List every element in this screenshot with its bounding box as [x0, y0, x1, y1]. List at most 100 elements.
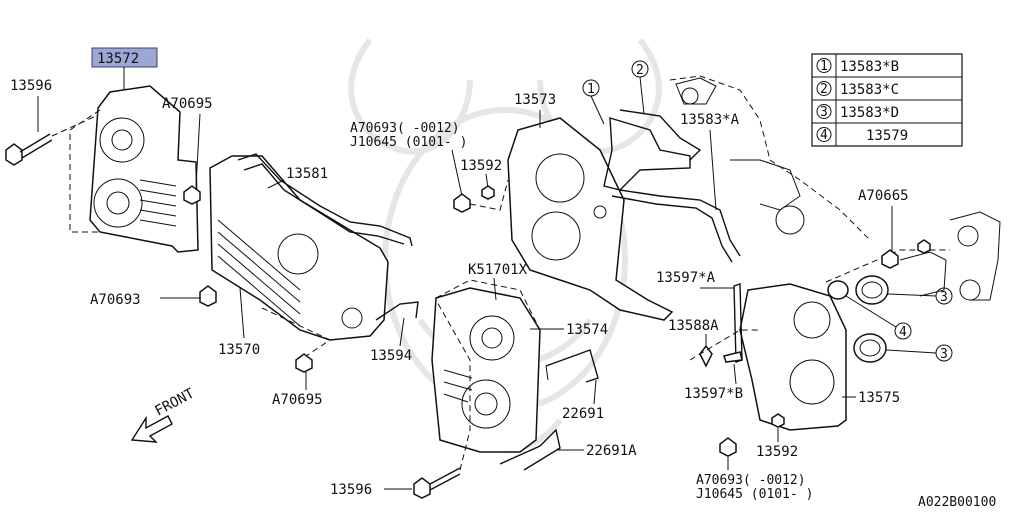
bolt-13596-bottom[interactable]: [413, 467, 461, 499]
callout-2-text: 2: [636, 63, 644, 78]
part-22691a-bracket[interactable]: [499, 428, 561, 471]
leader-13594: [399, 317, 405, 347]
label-13596-top: 13596: [10, 78, 52, 94]
label-13574: 13574: [566, 322, 608, 338]
bolt-a70693-bottom[interactable]: [719, 437, 737, 457]
dash-13597: [689, 329, 760, 361]
legend-num-1: 1: [820, 59, 828, 74]
part-13574-cover[interactable]: [431, 287, 541, 453]
dash-seals: [825, 249, 950, 283]
label-a70665: A70665: [858, 188, 909, 204]
leader-13570: [239, 287, 245, 339]
leader-a70693-mid: [451, 149, 463, 197]
bolt-a70695-bottom[interactable]: [295, 353, 313, 373]
legend-num-3: 3: [820, 105, 828, 120]
label-13573: 13573: [514, 92, 556, 108]
label-a70693-mid: A70693( -0012): [350, 121, 460, 136]
label-13594: 13594: [370, 348, 412, 364]
label-13570: 13570: [218, 342, 260, 358]
callout-4[interactable]: 4: [894, 322, 912, 340]
label-22691: 22691: [562, 406, 604, 422]
legend-part-4: 13579: [866, 128, 908, 144]
leader-13581: [267, 179, 285, 189]
part-13594-seal[interactable]: [375, 301, 419, 321]
seal-13583d-lower[interactable]: [853, 333, 887, 363]
callout-2[interactable]: 2: [631, 60, 649, 78]
bolt-a70693-left[interactable]: [199, 285, 217, 307]
label-a70695-top: A70695: [162, 96, 213, 112]
part-gasket-13583b[interactable]: [603, 117, 691, 191]
part-13597b[interactable]: [723, 351, 743, 363]
label-a70693-left: A70693: [90, 292, 141, 308]
part-13573-plate[interactable]: [507, 117, 674, 321]
label-13572[interactable]: 13572: [91, 47, 158, 68]
seal-13579[interactable]: [827, 280, 849, 300]
label-13581: 13581: [286, 166, 328, 182]
leader-callout-4: [845, 295, 897, 328]
part-13570-cover[interactable]: [209, 155, 389, 341]
dash-13570: [261, 307, 332, 361]
dash-13596-top: [51, 115, 97, 137]
legend-num-4: 4: [820, 128, 828, 143]
washer-13592-mid[interactable]: [481, 185, 495, 200]
label-j10645-mid: J10645 (0101- ): [350, 135, 467, 150]
legend-num-2: 2: [820, 82, 828, 97]
leader-k51701x: [493, 277, 497, 301]
part-gasket-13583c[interactable]: [611, 109, 741, 263]
dash-13596-bottom: [435, 299, 471, 471]
part-13572-cover[interactable]: [89, 85, 199, 253]
legend-part-1: 13583*B: [840, 59, 899, 75]
callout-1-text: 1: [587, 82, 595, 97]
label-a70695-bottom: A70695: [272, 392, 323, 408]
diagram-id: A022B00100: [918, 495, 996, 510]
label-22691a: 22691A: [586, 443, 637, 459]
leader-callout-1: [590, 95, 605, 125]
leader-callout-2: [639, 76, 645, 115]
bolt-a70695-top[interactable]: [183, 185, 201, 205]
washer-13592-bottom[interactable]: [771, 413, 785, 428]
leader-a70695-top: [195, 113, 201, 187]
label-13592-mid: 13592: [460, 158, 502, 174]
part-13588a[interactable]: [699, 344, 713, 368]
callout-3-lower-text: 3: [940, 347, 948, 362]
callout-3-lower[interactable]: 3: [935, 344, 953, 362]
callout-3-upper[interactable]: 3: [935, 287, 953, 305]
label-k51701x: K51701X: [468, 262, 528, 278]
callout-4-text: 4: [899, 325, 907, 340]
label-13575: 13575: [858, 390, 900, 406]
engine-block-outline: [669, 75, 1001, 301]
dash-13574: [435, 279, 541, 331]
label-13596-bottom: 13596: [330, 482, 372, 498]
label-13597a: 13597*A: [656, 270, 716, 286]
leader-13583a: [709, 129, 717, 211]
callout-1[interactable]: 1: [582, 79, 600, 97]
label-13597b: 13597*B: [684, 386, 743, 402]
label-13572-text: 13572: [97, 51, 139, 67]
label-13592-bottom: 13592: [756, 444, 798, 460]
dash-13572: [69, 109, 101, 233]
legend-part-2: 13583*C: [840, 82, 899, 98]
legend-part-3: 13583*D: [840, 105, 899, 121]
front-label: FRONT: [152, 385, 197, 419]
dash-13573: [469, 179, 509, 211]
callout-3-upper-text: 3: [940, 290, 948, 305]
label-j10645-bottom: J10645 (0101- ): [696, 487, 813, 502]
leader-callout-3-upper: [887, 293, 937, 297]
part-22691-bracket[interactable]: [545, 349, 599, 383]
leader-22691: [593, 379, 597, 405]
legend-table: 1 2 3 4 13583*B 13583*C 13583*D 13579: [811, 53, 963, 147]
part-13581-gasket[interactable]: [237, 153, 413, 247]
bolt-a70693-mid[interactable]: [453, 193, 471, 213]
part-13597a[interactable]: [733, 283, 743, 363]
bolt-13596-top[interactable]: [5, 133, 53, 166]
label-13583a: 13583*A: [680, 112, 740, 128]
bolt-a70665[interactable]: [881, 239, 931, 269]
seal-13583d-upper[interactable]: [855, 275, 889, 305]
part-13575-cover[interactable]: [739, 283, 847, 431]
front-arrow: FRONT: [130, 385, 198, 443]
label-13588a: 13588A: [668, 318, 719, 334]
label-a70693-bottom: A70693( -0012): [696, 473, 806, 488]
leader-callout-3-lower: [885, 349, 937, 354]
